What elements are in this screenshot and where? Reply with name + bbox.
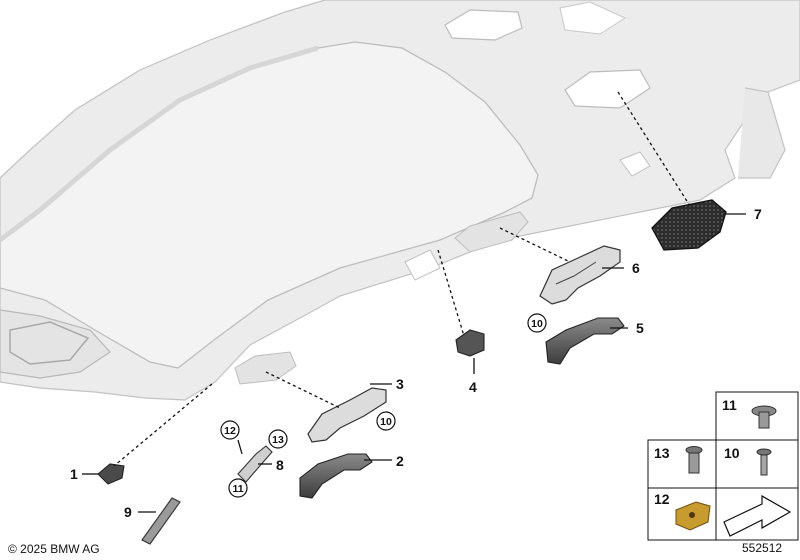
callout-4: 4 [469,379,477,395]
callout-7: 7 [754,206,762,222]
callout-9: 9 [124,504,132,520]
callout-10-circle-a: 10 [531,318,543,330]
part-8-pillar-trim[interactable] [237,445,273,483]
expanding-rivet-icon [685,446,703,474]
callout-11-circle: 11 [232,483,243,495]
screw-icon [751,405,777,429]
part-3-bracket[interactable] [307,387,387,443]
callout-8: 8 [276,457,284,473]
diagram-id: 552512 [742,541,783,555]
part-4-clip[interactable] [455,329,485,357]
part-6-bracket[interactable] [539,245,621,305]
part-2-grab-handle[interactable] [299,453,373,499]
callout-3: 3 [396,376,404,392]
headliner-panel [0,0,800,401]
copyright-notice: © 2025 BMW AG [8,542,100,556]
callout-10-circle-b: 10 [380,416,392,428]
legend-12: 12 [654,491,670,507]
legend-10: 10 [724,445,740,461]
fastener-legend: 11 13 10 12 [647,391,799,541]
callout-5: 5 [636,320,644,336]
callout-2: 2 [396,453,404,469]
callout-12-circle: 12 [224,425,236,437]
callout-1: 1 [70,466,78,482]
legend-11: 11 [722,397,737,413]
leader-lines [82,91,746,513]
part-5-grab-handle[interactable] [545,317,625,365]
part-1-cover[interactable] [97,463,125,485]
blind-rivet-icon [756,448,772,476]
clip-nut-icon [675,501,711,531]
part-9-strut[interactable] [141,497,181,545]
callout-6: 6 [632,260,640,276]
callout-labels: 7 6 5 4 3 2 8 1 9 10 10 12 13 11 [70,206,762,520]
arrow-symbol-icon [723,494,792,537]
part-7-speaker-grille[interactable] [651,199,727,251]
callout-13-circle: 13 [272,434,284,446]
legend-13: 13 [654,445,670,461]
